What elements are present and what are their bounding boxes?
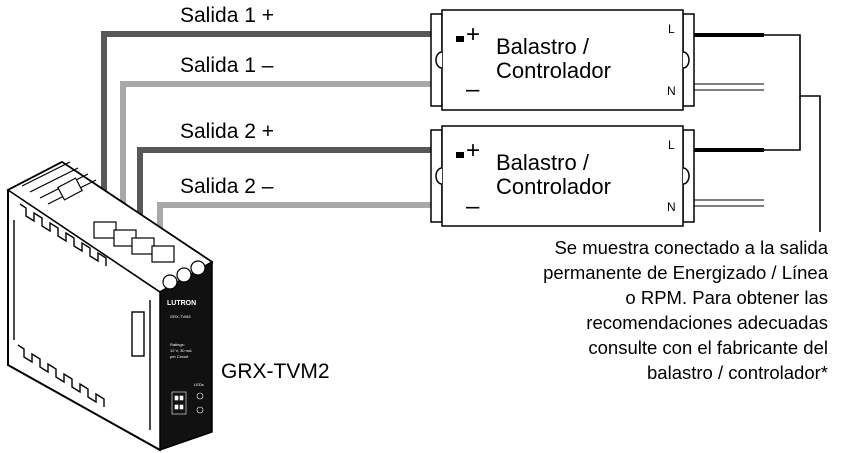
device-name-label: GRX-TVM2 <box>221 360 330 383</box>
label-output-2-plus: Salida 2 + <box>180 120 274 143</box>
module-ratings-3: per Circuit <box>170 354 189 359</box>
note-line-1: Se muestra conectado a la salida <box>554 237 828 258</box>
line-wiring <box>684 33 821 232</box>
ballast-2-name-line2: Controlador <box>496 174 611 199</box>
module-terminals <box>93 221 206 290</box>
note-line-4: recomendaciones adecuadas <box>586 312 828 333</box>
wiring-note: Se muestra conectado a la salida permane… <box>543 237 829 383</box>
ballast-1-minus-sign: – <box>466 76 480 103</box>
label-output-2-minus: Salida 2 – <box>180 175 274 198</box>
module-ratings-1: Ratings: <box>170 342 185 347</box>
wire-output-1-minus <box>120 81 462 236</box>
ballast-1-body <box>441 9 684 111</box>
ballast-2: + – Balastro / Controlador L N <box>430 125 695 227</box>
ballast-1-terminal-n: N <box>667 84 676 98</box>
module-model-small: GRX-TVM2 <box>170 314 191 319</box>
module-leds-label: LEDs <box>194 382 204 387</box>
wire-labels: Salida 1 + Salida 1 – Salida 2 + Salida … <box>180 4 274 198</box>
wire-output-2-minus <box>157 202 462 252</box>
grx-tvm2-module: LUTRON GRX-TVM2 Ratings: 12 V, 30 mA per… <box>6 160 214 452</box>
control-wires <box>101 31 462 252</box>
ballast-1-name-line1: Balastro / <box>496 34 590 59</box>
ballast-1-name-line2: Controlador <box>496 58 611 83</box>
module-brand: LUTRON <box>167 300 196 307</box>
note-line-3: o RPM. Para obtener las <box>625 287 828 308</box>
ballast-1-plus-sign: + <box>466 21 480 48</box>
note-line-6: balastro / controlador* <box>647 362 828 383</box>
ballast-2-terminal-l: L <box>668 138 675 152</box>
ballast-2-minus-sign: – <box>466 193 480 220</box>
module-dip-switches <box>171 391 204 415</box>
note-line-2: permanente de Energizado / Línea <box>543 262 829 283</box>
ballast-2-name-line1: Balastro / <box>496 150 590 175</box>
ballast-1: + – Balastro / Controlador L N <box>430 9 695 111</box>
note-line-5: consulte con el fabricante del <box>588 337 828 358</box>
ballast-1-terminal-l: L <box>668 22 675 36</box>
module-ratings-2: 12 V, 30 mA <box>170 348 192 353</box>
ballast-2-plus-sign: + <box>466 137 480 164</box>
wire-output-1-plus <box>101 31 462 228</box>
label-output-1-minus: Salida 1 – <box>180 54 274 77</box>
module-vents <box>13 203 151 430</box>
wire-output-2-plus <box>137 147 462 244</box>
label-output-1-plus: Salida 1 + <box>180 4 274 27</box>
ballast-2-terminal-n: N <box>667 200 676 214</box>
ballast-2-body <box>441 125 684 227</box>
